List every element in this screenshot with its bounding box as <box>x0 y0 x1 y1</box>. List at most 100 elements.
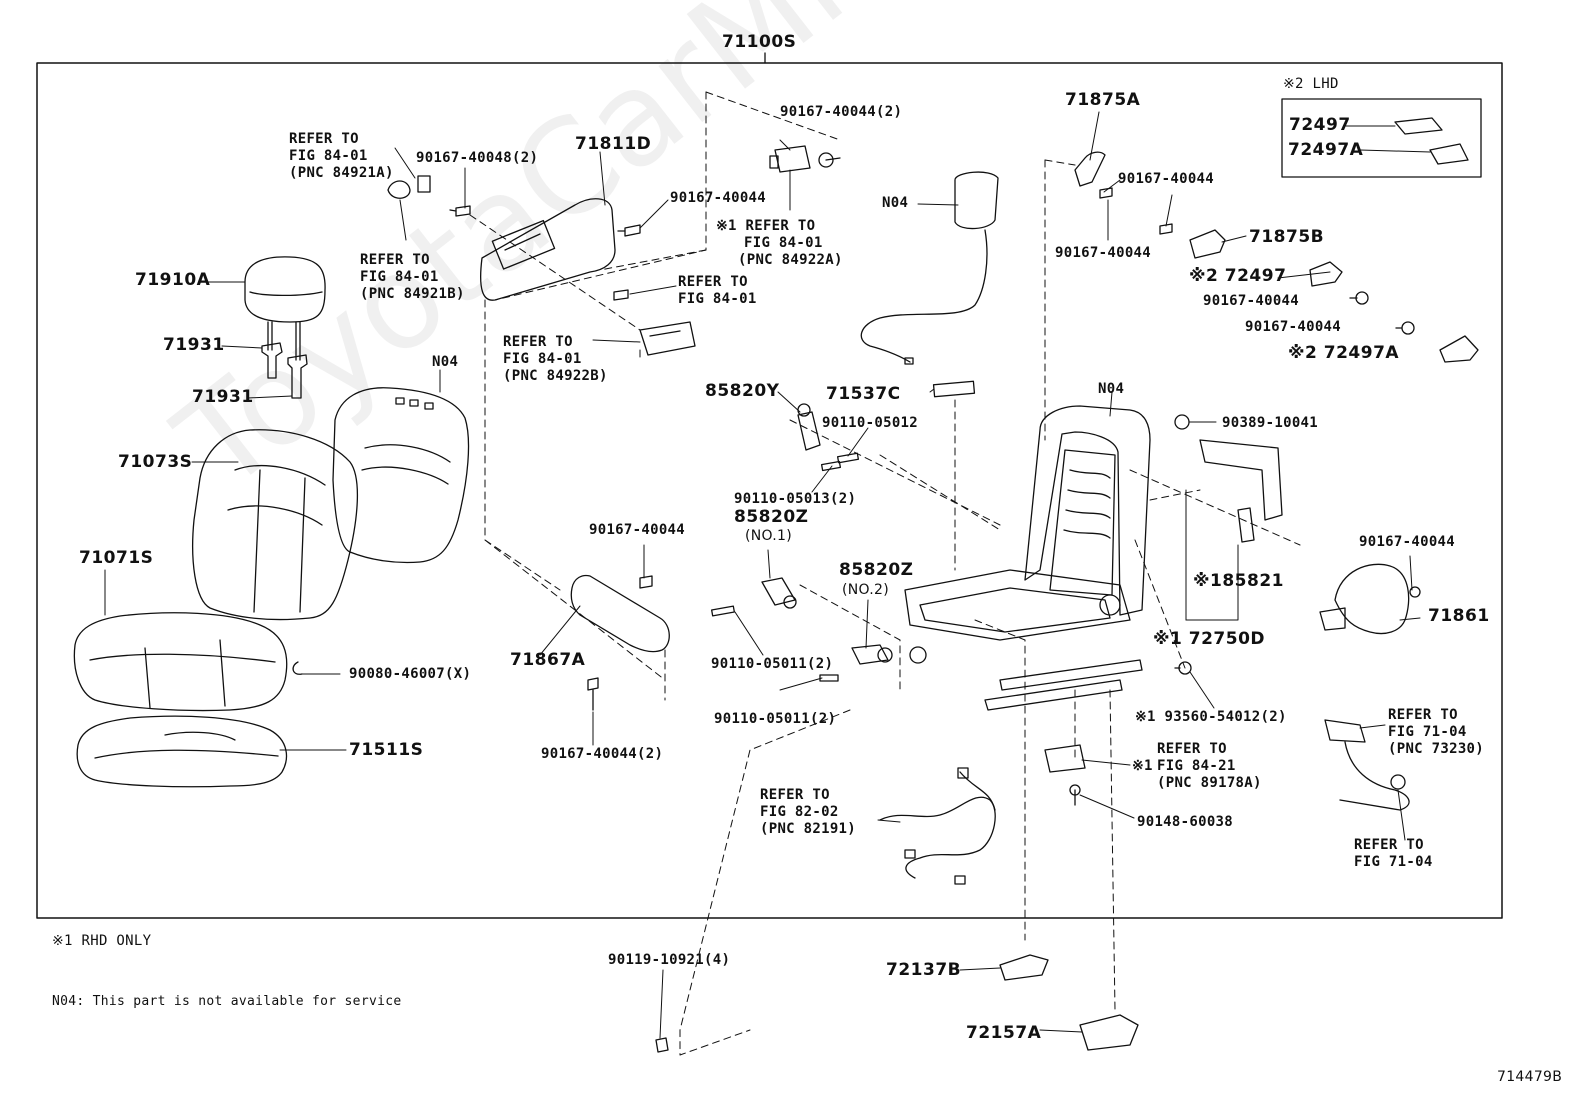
part-90119-10921: 90119-10921(4) <box>608 952 731 968</box>
refer-b-line3: (PNC 84921B) <box>360 286 465 302</box>
seat-cushion-pad-drawing <box>76 715 288 788</box>
part-71931-b: 71931 <box>192 387 254 407</box>
part-72157A: 72157A <box>966 1023 1042 1043</box>
hog-ring-drawing <box>292 661 303 675</box>
part-71811D: 71811D <box>575 134 652 154</box>
refer-e: REFER TO FIG 84-01 (PNC 84922B) <box>503 334 608 385</box>
refer-c-line1: ※1 REFER TO <box>716 218 816 234</box>
part-72497A-mid: ※2 72497A <box>1288 343 1400 363</box>
part-71931-a: 71931 <box>163 335 225 355</box>
refer-g-line2: FIG 71-04 <box>1388 724 1467 740</box>
part-85820Y: 85820Y <box>705 381 780 401</box>
bottom-parts-drawing <box>655 954 1139 1053</box>
dashed-guides <box>469 91 1301 1056</box>
refer-g-line1: REFER TO <box>1388 707 1458 723</box>
refer-g-line3: (PNC 73230) <box>1388 741 1485 757</box>
part-93560-54012: ※1 93560-54012(2) <box>1135 709 1287 725</box>
refer-e-line3: (PNC 84922B) <box>503 368 608 384</box>
refer-f-line1: REFER TO <box>760 787 830 803</box>
refer-a-line3: (PNC 84921A) <box>289 165 394 181</box>
part-85820Z-2: 85820Z <box>839 560 914 580</box>
refer-d-line1: REFER TO <box>678 274 748 290</box>
refer-c: ※1 REFER TO FIG 84-01 (PNC 84922A) <box>716 218 843 269</box>
leader-lines <box>104 111 1431 1039</box>
part-71875A: 71875A <box>1065 90 1141 110</box>
assembly-number: 71100S <box>722 32 797 52</box>
refer-h-line1: REFER TO <box>1157 741 1227 757</box>
part-72750D: ※1 72750D <box>1153 629 1266 649</box>
refer-h-mark: ※1 <box>1132 758 1153 774</box>
headrest-drawing <box>244 256 326 361</box>
seatback-cover-drawing <box>192 429 359 621</box>
refer-d-line2: FIG 84-01 <box>678 291 757 307</box>
part-72497-mid: ※2 72497 <box>1189 266 1287 286</box>
side-shield-drawing <box>480 198 616 301</box>
part-90167-40044-top: 90167-40044 <box>670 190 767 206</box>
refer-c-line3: (PNC 84922A) <box>738 252 843 268</box>
refer-g: REFER TO FIG 71-04 (PNC 73230) <box>1388 707 1484 758</box>
part-90110-05012: 90110-05012 <box>822 415 919 431</box>
n04-label-b: N04 <box>882 195 909 211</box>
part-72497A-box: 72497A <box>1288 140 1364 160</box>
part-90167-40044-r2: 90167-40044 <box>1055 245 1152 261</box>
part-72497-box: 72497 <box>1289 115 1351 135</box>
refer-i-line1: REFER TO <box>1354 837 1424 853</box>
refer-a: REFER TO FIG 84-01 (PNC 84921A) <box>289 131 394 182</box>
n04-label-c: N04 <box>1098 381 1125 397</box>
part-90167-40044-mid: 90167-40044 <box>589 522 686 538</box>
refer-c-line2: FIG 84-01 <box>744 235 823 251</box>
part-71861: 71861 <box>1428 606 1490 626</box>
refer-a-line2: FIG 84-01 <box>289 148 368 164</box>
part-71867A: 71867A <box>510 650 586 670</box>
part-85820Z-1: 85820Z <box>734 507 809 527</box>
side-lever-drawing <box>570 574 670 711</box>
part-90167-40044-2-bot: 90167-40044(2) <box>541 746 664 762</box>
refer-b-line1: REFER TO <box>360 252 430 268</box>
refer-e-line2: FIG 84-01 <box>503 351 582 367</box>
refer-a-line1: REFER TO <box>289 131 359 147</box>
part-90167-40044-r5: 90167-40044 <box>1359 534 1456 550</box>
part-90110-05011-a: 90110-05011(2) <box>711 656 834 672</box>
part-71073S: 71073S <box>118 452 193 472</box>
small-parts-drawing <box>387 145 841 356</box>
assembly-frame <box>36 62 1503 919</box>
part-90110-05011-b: 90110-05011(2) <box>714 711 837 727</box>
part-71875B: 71875B <box>1249 227 1325 247</box>
label-plate-drawing <box>932 380 976 398</box>
part-90167-40048: 90167-40048(2) <box>416 150 539 166</box>
note-n04: N04: This part is not available for serv… <box>52 994 402 1009</box>
lumbar-cable-drawing <box>860 171 999 365</box>
refer-h: REFER TO FIG 84-21 (PNC 89178A) <box>1157 741 1262 792</box>
part-90389-10041: 90389-10041 <box>1222 415 1319 431</box>
lhd-box <box>1281 98 1482 178</box>
seat-cushion-cover-drawing <box>73 612 288 712</box>
part-71511S: 71511S <box>349 740 424 760</box>
diagram-id: 714479B <box>1497 1069 1563 1085</box>
part-71071S: 71071S <box>79 548 154 568</box>
refer-i-line2: FIG 71-04 <box>1354 854 1433 870</box>
refer-i: REFER TO FIG 71-04 <box>1354 837 1433 871</box>
seatback-pad-drawing <box>332 387 470 564</box>
part-85821: ※185821 <box>1193 571 1284 591</box>
part-90167-40044-r4: 90167-40044 <box>1245 319 1342 335</box>
refer-f-line2: FIG 82-02 <box>760 804 839 820</box>
n04-label-a: N04 <box>432 354 459 370</box>
lhd-box-title: ※2 LHD <box>1283 76 1339 92</box>
refer-b: REFER TO FIG 84-01 (PNC 84921B) <box>360 252 465 303</box>
motor-parts-drawing <box>710 403 893 682</box>
refer-e-line1: REFER TO <box>503 334 573 350</box>
part-71537C: 71537C <box>826 384 901 404</box>
part-90148-60038: 90148-60038 <box>1137 814 1234 830</box>
note-rhd-only: ※1 RHD ONLY <box>52 933 152 949</box>
part-90167-40044-2-top: 90167-40044(2) <box>780 104 903 120</box>
no2-label: (NO.2) <box>842 582 890 598</box>
headrest-guide-drawing <box>261 342 308 399</box>
part-71910A: 71910A <box>135 270 211 290</box>
refer-f-line3: (PNC 82191) <box>760 821 857 837</box>
refer-h-line2: FIG 84-21 <box>1157 758 1236 774</box>
refer-f: REFER TO FIG 82-02 (PNC 82191) <box>760 787 856 838</box>
part-90080-46007: 90080-46007(X) <box>349 666 472 682</box>
refer-h-line3: (PNC 89178A) <box>1157 775 1262 791</box>
